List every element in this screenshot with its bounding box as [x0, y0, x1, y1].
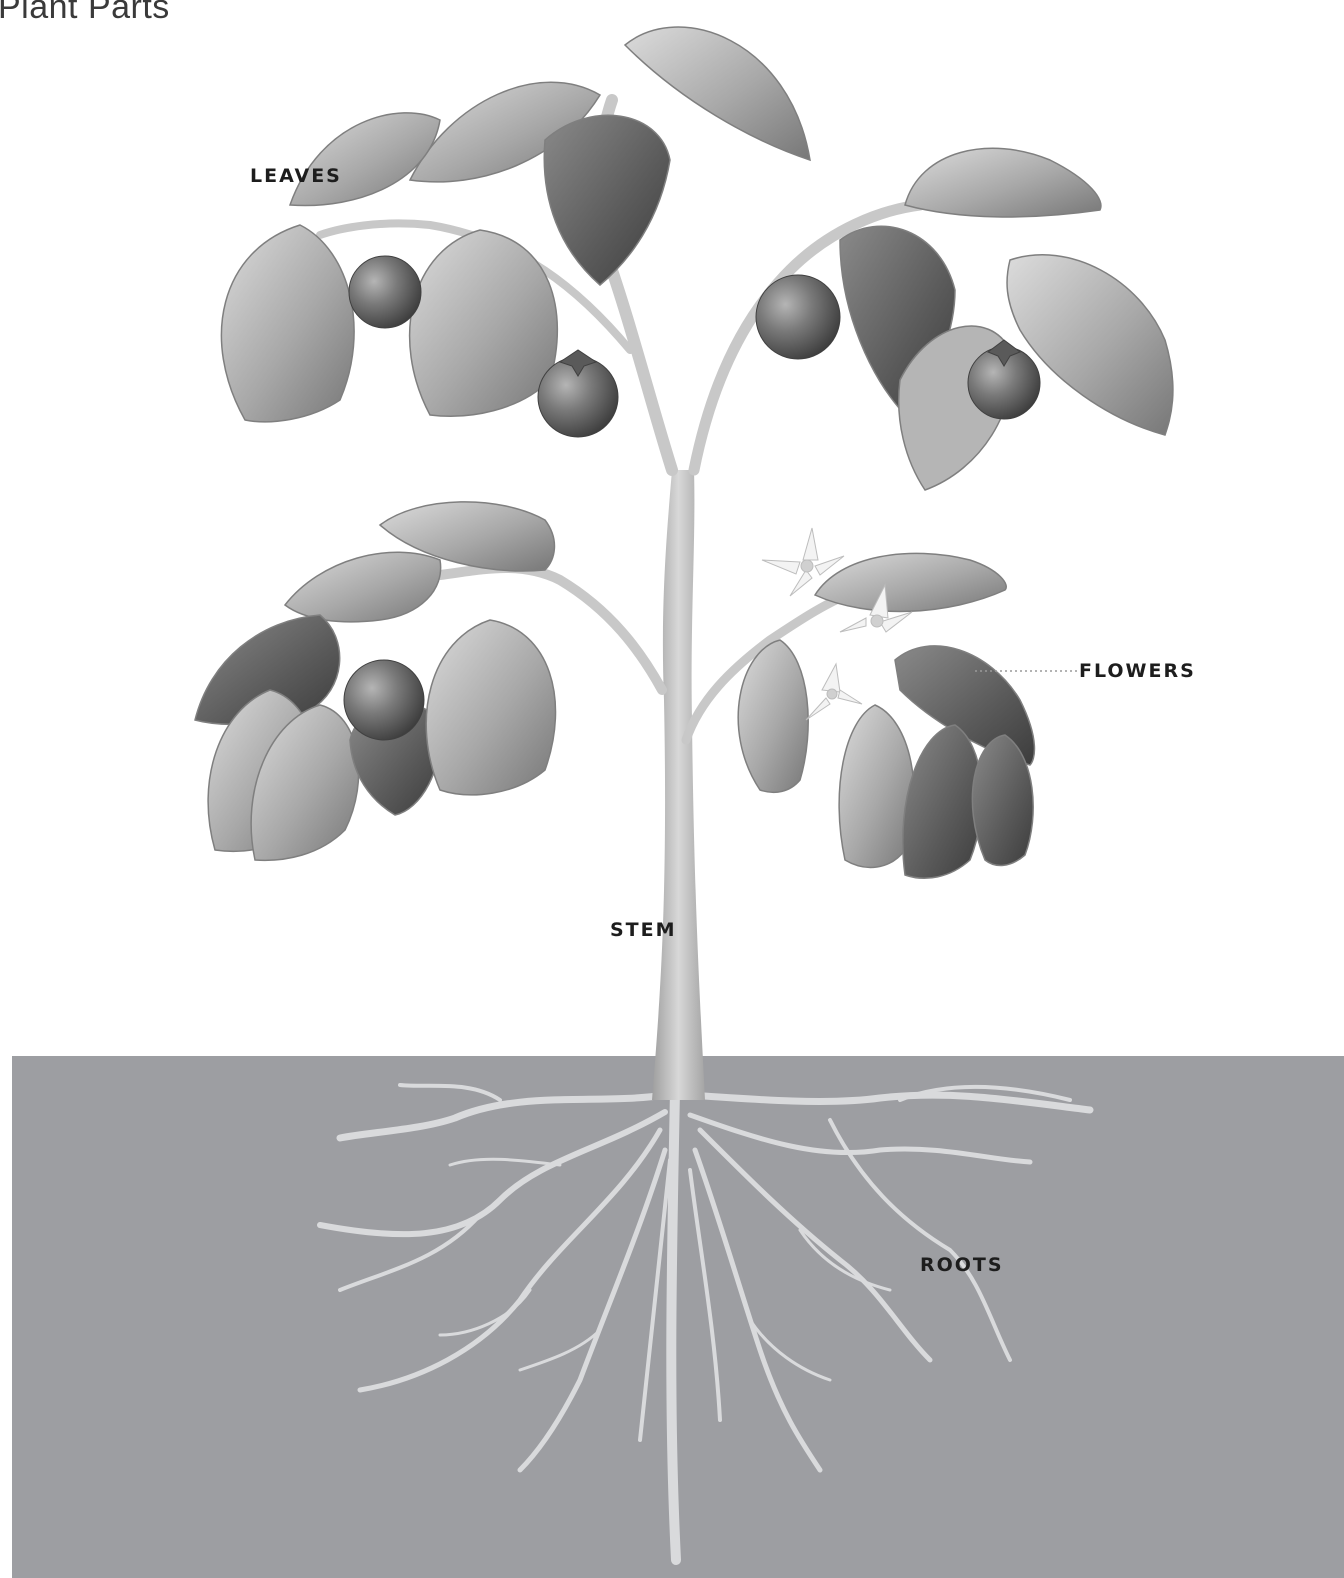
fruit [349, 256, 421, 328]
label-roots: ROOTS [920, 1254, 1004, 1276]
label-stem: STEM [610, 919, 677, 941]
label-leaves: LEAVES [250, 165, 342, 187]
flower [806, 664, 862, 720]
label-flowers: FLOWERS [1079, 660, 1196, 682]
fruit [344, 660, 424, 740]
fruit [756, 275, 840, 359]
